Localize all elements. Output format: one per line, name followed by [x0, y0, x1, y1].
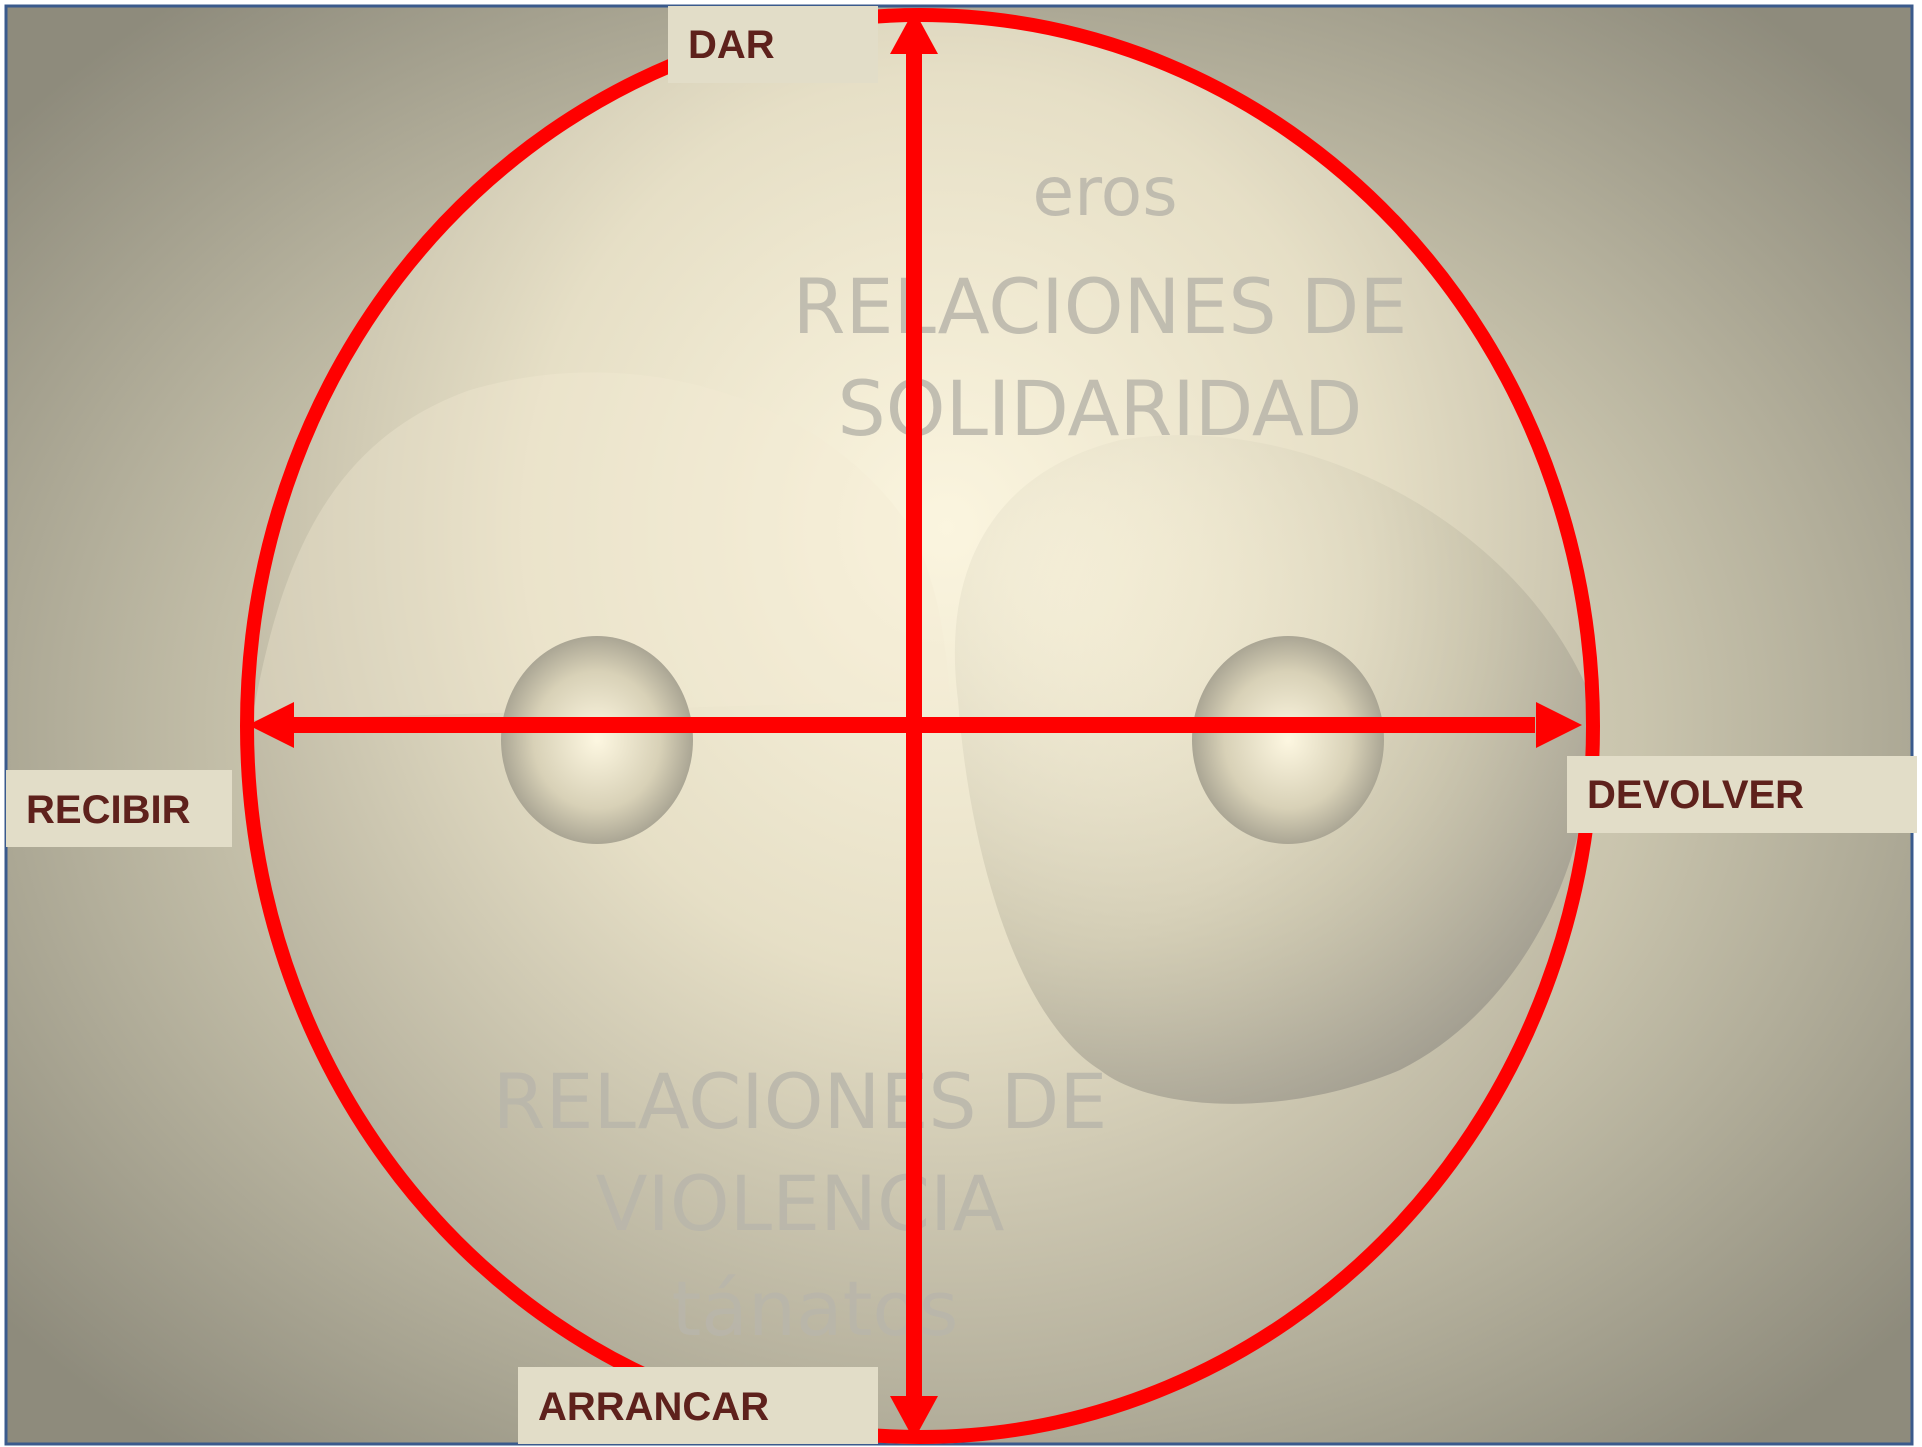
label-top: DAR	[668, 6, 878, 83]
violence-line-1: RELACIONES DE	[493, 1057, 1108, 1146]
left-eye	[501, 636, 693, 844]
label-left-text: RECIBIR	[26, 788, 191, 832]
label-bottom: ARRANCAR	[518, 1367, 878, 1444]
solidarity-line-1: RELACIONES DE	[793, 262, 1408, 351]
label-bottom-text: ARRANCAR	[538, 1385, 769, 1429]
label-right: DEVOLVER	[1567, 756, 1917, 833]
violence-line-2: VIOLENCIA	[596, 1159, 1005, 1248]
label-left: RECIBIR	[6, 770, 232, 847]
right-eye	[1192, 636, 1384, 844]
eros-text: eros	[1032, 153, 1177, 232]
label-right-text: DEVOLVER	[1587, 773, 1804, 817]
label-top-text: DAR	[688, 23, 775, 67]
